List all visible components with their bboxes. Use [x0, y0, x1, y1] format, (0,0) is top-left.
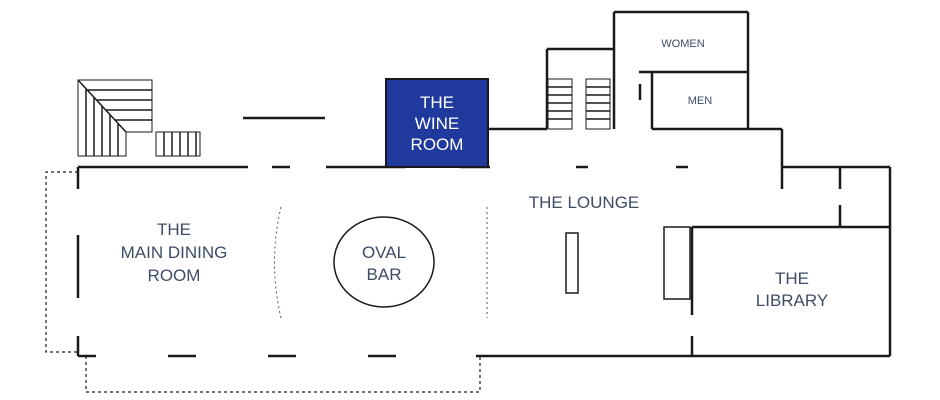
- stair-core-walls: [488, 12, 616, 131]
- main-dining-label-line3: ROOM: [148, 266, 201, 285]
- library-label-line2: LIBRARY: [756, 291, 828, 310]
- stairs-small-left: [155, 131, 201, 157]
- lounge-label: THE LOUNGE: [529, 193, 640, 212]
- lounge-table: [565, 232, 579, 294]
- library-label-line1: THE: [775, 269, 809, 288]
- oval-bar-label: OVAL BAR: [362, 243, 406, 284]
- wine-room-label-line3: ROOM: [411, 135, 464, 154]
- oval-bar-label-line1: OVAL: [362, 243, 406, 262]
- main-dining-label: THE MAIN DINING ROOM: [121, 220, 228, 285]
- main-dining-label-line2: MAIN DINING: [121, 243, 228, 262]
- wine-room-highlight: [385, 78, 489, 168]
- stairs-right-b: [585, 78, 611, 130]
- library-walls: [690, 165, 892, 358]
- women-restroom-label: WOMEN: [661, 38, 704, 50]
- oval-bar-shape: [333, 216, 435, 308]
- wine-room-label-line2: WINE: [415, 114, 459, 133]
- library-label: THE LIBRARY: [756, 269, 828, 310]
- restroom-walls: [614, 10, 784, 189]
- stairs-right-a: [547, 78, 573, 130]
- dining-divider: [274, 206, 282, 319]
- stairs-angled-left: [77, 79, 153, 157]
- wine-room-label-line1: THE: [420, 93, 454, 112]
- library-bar-counter: [663, 226, 691, 300]
- wine-room-label: THE WINE ROOM: [411, 93, 464, 154]
- men-restroom-label: MEN: [688, 95, 713, 107]
- left-patio-outline: [45, 171, 78, 353]
- oval-bar-label-line2: BAR: [367, 265, 402, 284]
- main-dining-label-line1: THE: [157, 220, 191, 239]
- bottom-patio-outline: [85, 356, 481, 393]
